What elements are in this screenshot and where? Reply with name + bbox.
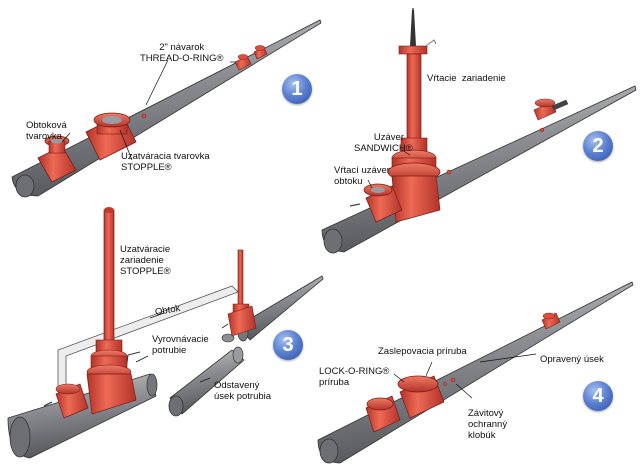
label-bypass-fitting: Obtoková tvarovka [26,120,67,142]
label-blind-flange: Zaslepovacia príruba [378,346,467,357]
panel-4-graphics [317,281,634,464]
panel-1-graphics [11,19,322,198]
label-sandwich-valve: Uzáver SANDWICH® [354,132,413,154]
step-badge-4: 4 [583,381,613,411]
step-badge-1: 1 [282,74,312,104]
label-lock-o-ring: LOCK-O-RING® príruba [319,366,390,388]
label-bypass-valve: Vŕtací uzáver obtoku [334,165,390,187]
step-badge-3: 3 [273,330,303,360]
panel-3-graphics [7,207,324,459]
label-repaired-section: Opravený úsek [540,354,604,365]
label-equalizing-pipe: Vyrovnávacie potrubie [152,334,209,356]
label-removed-section: Odstavený úsek potrubia [214,380,272,402]
label-drilling-machine: Vŕtacie zariadenie [427,73,506,84]
panel-2-graphics [321,8,637,254]
label-stopple-fitting: Uzatváracia tvarovka STOPPLE® [121,151,210,173]
label-thread-o-ring: 2" návarok THREAD-O-RING® [140,42,224,64]
step-badge-2: 2 [583,131,613,161]
label-stopple-machine: Uzatváracie zariadenie STOPPLE® [120,244,171,277]
pipe-3-left [7,373,157,459]
label-thread-cap: Závitový ochranný klobúk [468,408,508,441]
